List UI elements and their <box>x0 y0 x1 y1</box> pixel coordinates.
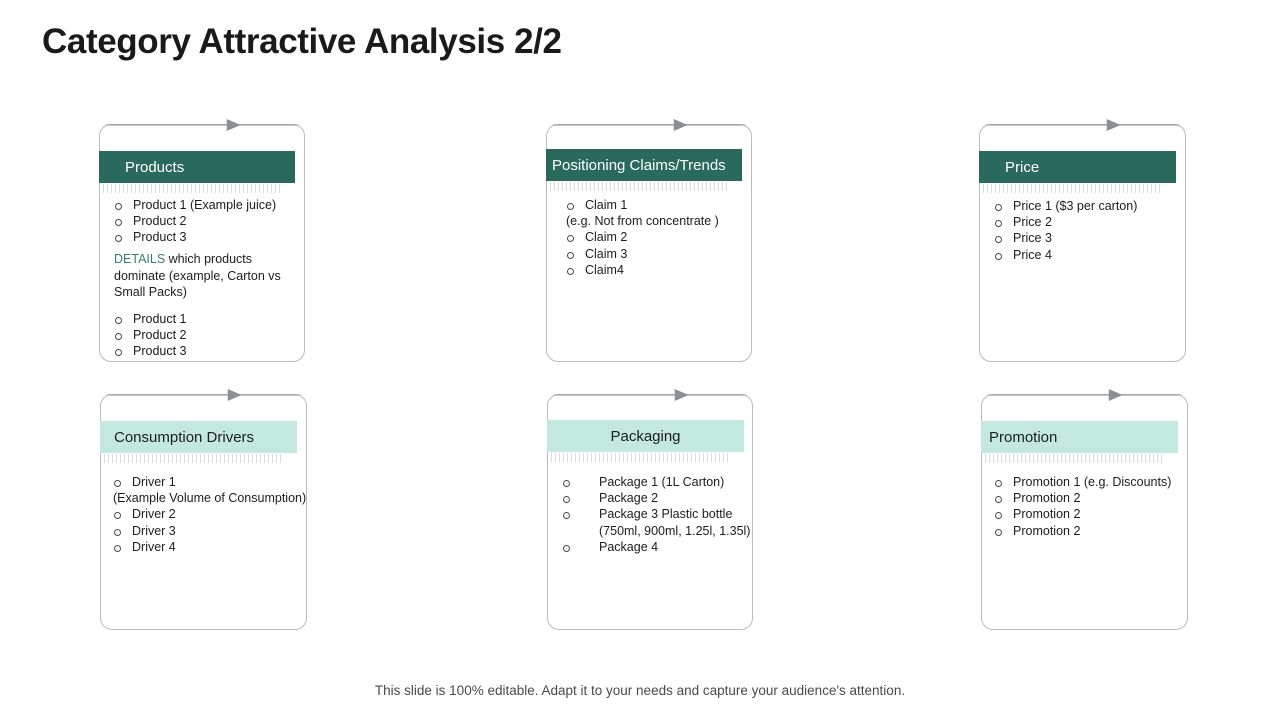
list-item: Product 2 <box>114 328 187 344</box>
list-item: Package 3 Plastic bottle <box>562 507 750 523</box>
list-item: Promotion 1 (e.g. Discounts) <box>994 475 1171 491</box>
list-item: Promotion 2 <box>994 524 1171 540</box>
details-text: which products dominate (example, Carton… <box>114 252 281 299</box>
flow-arrow-icon <box>547 117 751 133</box>
list-item: Driver 1 <box>113 475 306 491</box>
list-drivers: Driver 1 (Example Volume of Consumption)… <box>113 475 306 556</box>
header-separator-consumption <box>104 454 284 463</box>
flow-arrow-icon <box>982 387 1187 403</box>
list-products-secondary: Product 1 Product 2 Product 3 <box>114 312 187 361</box>
list-item: Product 1 (Example juice) <box>114 198 276 214</box>
list-item: Promotion 2 <box>994 491 1171 507</box>
footer-note: This slide is 100% editable. Adapt it to… <box>374 683 906 698</box>
card-header-promotion: Promotion <box>981 421 1178 453</box>
header-separator-promotion <box>985 454 1165 463</box>
card-packaging[interactable]: Packaging Package 1 (1L Carton) Package … <box>547 389 753 630</box>
list-item: Package 2 <box>562 491 750 507</box>
card-header-products: Products <box>99 151 295 183</box>
list-item-note: (Example Volume of Consumption) <box>113 491 307 506</box>
card-products[interactable]: Products Product 1 (Example juice) Produ… <box>99 119 305 362</box>
card-header-packaging: Packaging <box>547 420 744 452</box>
card-title-promotion: Promotion <box>989 428 1058 446</box>
list-item: Package 1 (1L Carton) <box>562 475 750 491</box>
card-header-positioning-claims-trends: Positioning Claims/Trends <box>546 149 742 181</box>
card-promotion[interactable]: Promotion Promotion 1 (e.g. Discounts) P… <box>981 389 1188 630</box>
list-item: Driver 2 <box>113 507 306 523</box>
list-item-note: (e.g. Not from concentrate ) <box>566 214 719 229</box>
list-item: Claim 1 <box>566 198 719 214</box>
list-item: Price 2 <box>994 215 1137 231</box>
list-item: Price 4 <box>994 248 1137 264</box>
card-header-consumption-drivers: Consumption Drivers <box>100 421 297 453</box>
card-title-consumption-drivers: Consumption Drivers <box>114 428 255 446</box>
header-separator-products <box>103 184 283 193</box>
card-positioning-claims-trends[interactable]: Positioning Claims/Trends Claim 1 (e.g. … <box>546 119 752 362</box>
flow-arrow-icon <box>100 117 304 133</box>
page-title: Category Attractive Analysis 2/2 <box>42 22 562 61</box>
list-item: Claim 2 <box>566 230 719 246</box>
list-item: Claim 3 <box>566 247 719 263</box>
header-separator-price <box>983 184 1163 193</box>
card-title-positioning-claims-trends: Positioning Claims/Trends <box>552 156 726 174</box>
list-item: Product 3 <box>114 230 276 246</box>
list-claims: Claim 1 (e.g. Not from concentrate ) Cla… <box>566 198 719 279</box>
list-products-primary: Product 1 (Example juice) Product 2 Prod… <box>114 198 276 247</box>
list-price: Price 1 ($3 per carton) Price 2 Price 3 … <box>994 199 1137 264</box>
list-item: Product 2 <box>114 214 276 230</box>
list-promotion: Promotion 1 (e.g. Discounts) Promotion 2… <box>994 475 1171 540</box>
list-item: Package 4 <box>562 540 750 556</box>
list-item: Claim4 <box>566 263 719 279</box>
list-item: Product 1 <box>114 312 187 328</box>
header-separator-positioning <box>550 182 730 191</box>
flow-arrow-icon <box>101 387 306 403</box>
list-item: Promotion 2 <box>994 507 1171 523</box>
details-keyword: DETAILS <box>114 252 166 266</box>
card-title-products: Products <box>125 158 185 176</box>
list-item-note: (750ml, 900ml, 1.25l, 1.35l) <box>599 523 751 538</box>
card-consumption-drivers[interactable]: Consumption Drivers Driver 1 (Example Vo… <box>100 389 307 630</box>
header-separator-packaging <box>551 453 731 462</box>
list-item: Price 1 ($3 per carton) <box>994 199 1137 215</box>
card-header-price: Price <box>979 151 1176 183</box>
list-item: Price 3 <box>994 231 1137 247</box>
list-item: Driver 4 <box>113 540 306 556</box>
card-title-price: Price <box>1005 158 1040 176</box>
card-price[interactable]: Price Price 1 ($3 per carton) Price 2 Pr… <box>979 119 1186 362</box>
card-title-packaging: Packaging <box>610 427 681 445</box>
list-packaging: Package 1 (1L Carton) Package 2 Package … <box>562 475 750 556</box>
list-item: Product 3 <box>114 344 187 360</box>
list-item: Driver 3 <box>113 524 306 540</box>
flow-arrow-icon <box>548 387 752 403</box>
flow-arrow-icon <box>980 117 1185 133</box>
details-paragraph: DETAILS which products dominate (example… <box>114 251 299 301</box>
